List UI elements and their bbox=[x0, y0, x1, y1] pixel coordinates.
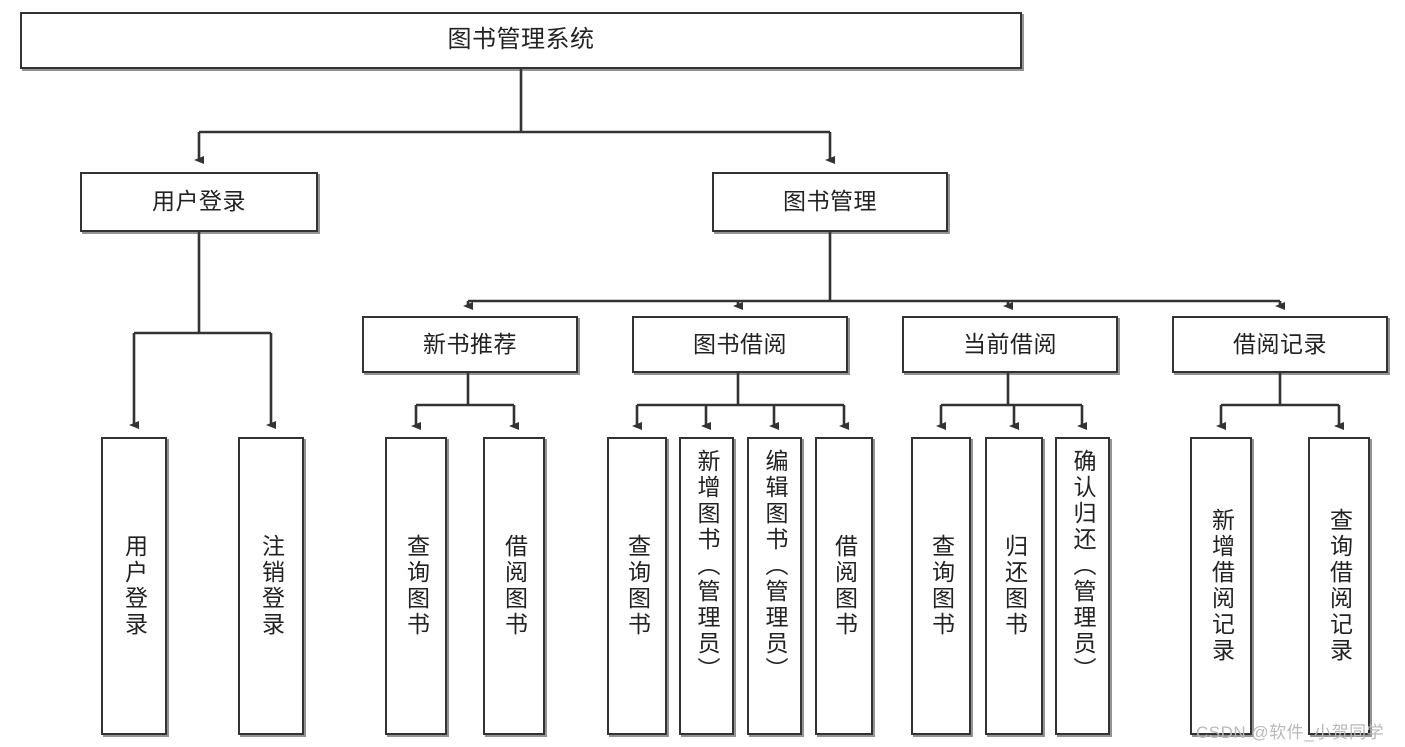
node-book-borrow[interactable]: 图书借阅 bbox=[632, 316, 848, 373]
node-leaf-add-record[interactable]: 新增借阅记录 bbox=[1190, 437, 1252, 735]
node-leaf-return-book[interactable]: 归还图书 bbox=[985, 437, 1043, 735]
node-borrow-record[interactable]: 借阅记录 bbox=[1172, 316, 1388, 373]
node-new-book-recommend[interactable]: 新书推荐 bbox=[362, 316, 578, 373]
node-leaf-edit-book[interactable]: 编辑图书（管理员） bbox=[747, 437, 802, 735]
node-leaf-query-book-3[interactable]: 查询图书 bbox=[911, 437, 971, 735]
node-leaf-user-login[interactable]: 用户登录 bbox=[101, 437, 167, 735]
node-root-label: 图书管理系统 bbox=[447, 26, 595, 54]
node-leaf-query-book-3-label: 查询图书 bbox=[928, 534, 955, 638]
node-book-manage-label: 图书管理 bbox=[783, 188, 877, 215]
node-user-login-label: 用户登录 bbox=[152, 188, 246, 215]
node-leaf-logout[interactable]: 注销登录 bbox=[238, 437, 304, 735]
csdn-watermark: CSDN @软件_小贺同学 bbox=[1196, 723, 1385, 742]
node-leaf-query-book-1[interactable]: 查询图书 bbox=[385, 437, 447, 735]
node-book-borrow-label: 图书借阅 bbox=[693, 330, 787, 357]
node-leaf-confirm-return-label: 确认归还（管理员） bbox=[1070, 449, 1096, 683]
node-leaf-user-login-label: 用户登录 bbox=[121, 534, 148, 638]
node-leaf-return-book-label: 归还图书 bbox=[1001, 534, 1028, 638]
node-current-borrow[interactable]: 当前借阅 bbox=[902, 316, 1118, 373]
node-borrow-record-label: 借阅记录 bbox=[1233, 330, 1327, 357]
node-leaf-query-record-label: 查询借阅记录 bbox=[1326, 508, 1353, 664]
node-leaf-edit-book-label: 编辑图书（管理员） bbox=[762, 449, 788, 683]
node-leaf-query-book-1-label: 查询图书 bbox=[403, 534, 430, 638]
node-current-borrow-label: 当前借阅 bbox=[963, 330, 1057, 357]
node-leaf-query-record[interactable]: 查询借阅记录 bbox=[1308, 437, 1370, 735]
node-new-book-recommend-label: 新书推荐 bbox=[423, 330, 517, 357]
node-leaf-add-record-label: 新增借阅记录 bbox=[1208, 508, 1235, 664]
node-leaf-query-book-2[interactable]: 查询图书 bbox=[607, 437, 667, 735]
node-book-manage[interactable]: 图书管理 bbox=[712, 172, 948, 232]
node-leaf-query-book-2-label: 查询图书 bbox=[624, 534, 651, 638]
node-leaf-borrow-book-2-label: 借阅图书 bbox=[831, 534, 858, 638]
node-leaf-borrow-book-1[interactable]: 借阅图书 bbox=[483, 437, 545, 735]
node-user-login[interactable]: 用户登录 bbox=[80, 172, 318, 232]
node-root[interactable]: 图书管理系统 bbox=[20, 12, 1022, 69]
node-leaf-add-book[interactable]: 新增图书（管理员） bbox=[679, 437, 734, 735]
node-leaf-logout-label: 注销登录 bbox=[258, 534, 285, 638]
node-leaf-confirm-return[interactable]: 确认归还（管理员） bbox=[1055, 437, 1110, 735]
node-leaf-borrow-book-2[interactable]: 借阅图书 bbox=[815, 437, 873, 735]
node-leaf-add-book-label: 新增图书（管理员） bbox=[694, 449, 720, 683]
node-leaf-borrow-book-1-label: 借阅图书 bbox=[501, 534, 528, 638]
